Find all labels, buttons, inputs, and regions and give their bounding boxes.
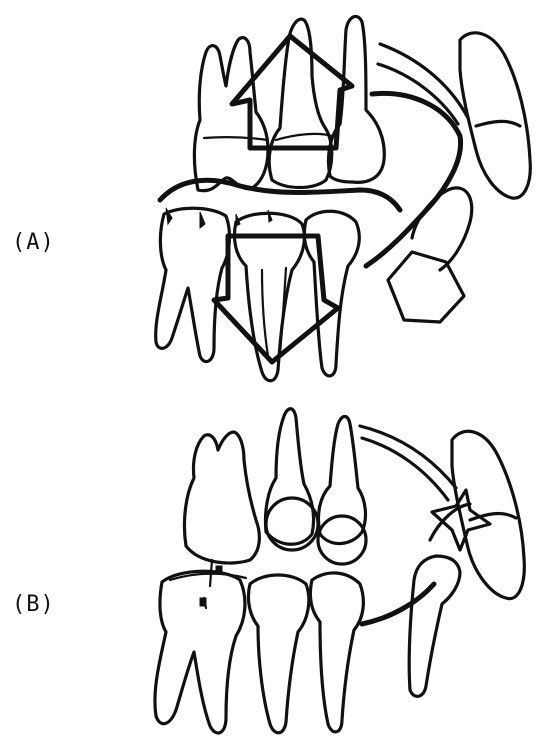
panel-b-gum-line <box>362 584 434 624</box>
panel-a-gum-line <box>366 93 461 266</box>
panel-b-lower-teeth <box>155 571 363 733</box>
panel-a-upper-premolar-2 <box>328 16 384 182</box>
panel-b-lower-molar <box>155 571 245 733</box>
panel-b-arch-curve <box>360 426 456 500</box>
panel-b-molar-groove <box>170 560 246 608</box>
panel-a-drawing <box>156 16 531 380</box>
panel-b-drawing <box>155 409 524 733</box>
panel-a-lower-molar <box>156 208 230 361</box>
panel-a-condyle-outline <box>460 33 530 198</box>
panel-b-upper-teeth <box>184 409 365 563</box>
panel-b-lower-premolar-1 <box>248 575 308 733</box>
panel-b-upper-molar <box>184 432 259 563</box>
panel-b-contact-circles <box>266 498 366 564</box>
panel-a-arch-curve <box>378 44 468 124</box>
panel-b-lower-premolar-2 <box>310 573 363 732</box>
panel-a-lower-root-lines <box>262 268 286 356</box>
panel-a-upper-teeth <box>194 16 384 190</box>
panel-b-condyle-outline <box>452 431 524 598</box>
panel-b-upper-premolar-1 <box>265 409 313 545</box>
panel-a-upper-molar <box>194 38 268 191</box>
